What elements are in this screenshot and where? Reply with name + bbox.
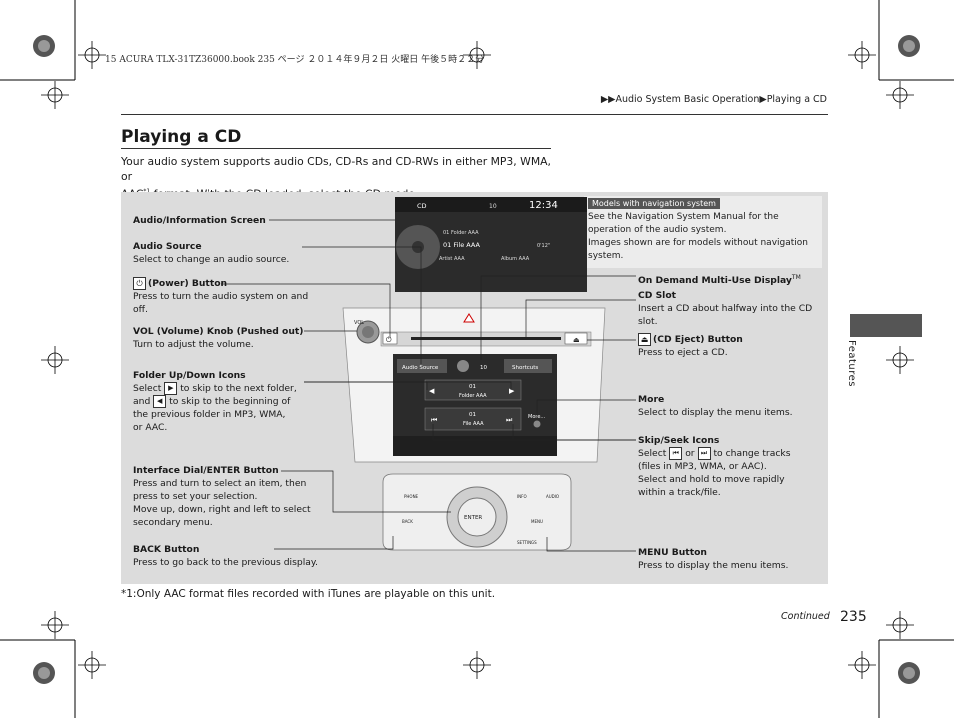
back-label: BACK bbox=[402, 519, 413, 524]
eject-button-graphic[interactable] bbox=[564, 332, 588, 345]
eject-icon: ⏏ bbox=[638, 333, 651, 346]
breadcrumb: ▶▶Audio System Basic Operation▶Playing a… bbox=[601, 94, 827, 105]
vol-knob-label: VOL bbox=[354, 320, 364, 326]
upper-artist-text: Artist AAA bbox=[439, 256, 465, 262]
folder-down-icon[interactable]: ◀ bbox=[429, 387, 435, 395]
breadcrumb-separator: ▶ bbox=[759, 94, 767, 105]
note-text: See the Navigation System Manual for the… bbox=[588, 212, 808, 261]
upper-file-text: 01 File AAA bbox=[443, 241, 481, 249]
hazard-icon[interactable] bbox=[463, 313, 475, 323]
skip-forward-icon: ⏭ bbox=[697, 447, 711, 460]
title-rule bbox=[121, 148, 551, 149]
print-header: 15 ACURA TLX-31TZ36000.book 235 ページ ２０１４… bbox=[105, 55, 485, 65]
upper-time-text: 12:34 bbox=[529, 200, 558, 211]
label-power: ⏻(Power) Button Press to turn the audio … bbox=[133, 277, 309, 315]
label-more: More Select to display the menu items. bbox=[638, 394, 793, 418]
lower-folder-name: Folder AAA bbox=[459, 393, 487, 399]
page-title: Playing a CD bbox=[121, 127, 242, 147]
svg-text:Audio Source: Audio Source bbox=[402, 365, 439, 371]
audio-unit-illustration: CD 12:34 10 01 Folder AAA 01 File AAA 0'… bbox=[221, 197, 636, 552]
audio-source-soft-button[interactable] bbox=[397, 359, 447, 373]
interface-dial-panel: ENTER PHONE INFO AUDIO BACK MENU SETTING… bbox=[382, 473, 572, 551]
footnote: *1:Only AAC format files recorded with i… bbox=[121, 588, 496, 600]
breadcrumb-page: Playing a CD bbox=[766, 94, 827, 105]
label-back: BACK Button Press to go back to the prev… bbox=[133, 544, 318, 568]
svg-text:⏏: ⏏ bbox=[573, 336, 580, 344]
upper-vol-text: 10 bbox=[489, 203, 497, 210]
section-tab-label: Features bbox=[846, 340, 857, 387]
upper-screen: CD 12:34 10 01 Folder AAA 01 File AAA 0'… bbox=[395, 197, 587, 292]
lower-file-name: File AAA bbox=[463, 421, 484, 427]
upper-mode-text: CD bbox=[417, 202, 427, 210]
section-tab[interactable] bbox=[850, 314, 922, 337]
label-cd-slot: CD Slot Insert a CD about halfway into t… bbox=[638, 290, 813, 327]
folder-up-icon: ▶ bbox=[164, 382, 178, 395]
page-number: 235 bbox=[840, 609, 867, 625]
cd-source-icon bbox=[457, 360, 469, 372]
skip-back-icon: ⏮ bbox=[669, 447, 683, 460]
folder-down-icon: ◀ bbox=[153, 395, 167, 408]
upper-elapsed-text: 0'12" bbox=[537, 243, 550, 249]
label-vol: VOL (Volume) Knob (Pushed out) Turn to a… bbox=[133, 326, 304, 350]
svg-text:⏻: ⏻ bbox=[386, 336, 392, 344]
audio-label: AUDIO bbox=[546, 494, 559, 499]
continued-label: Continued bbox=[781, 611, 830, 622]
label-dial: Interface Dial/ENTER Button Press and tu… bbox=[133, 465, 311, 528]
svg-text:Shortcuts: Shortcuts bbox=[512, 365, 538, 371]
lower-screen: Audio Source 10 Shortcuts 01 Folder AAA … bbox=[393, 354, 557, 456]
folder-up-icon[interactable]: ▶ bbox=[509, 387, 515, 395]
label-audio-info-screen: Audio/Information Screen bbox=[133, 215, 266, 226]
label-folder: Folder Up/Down Icons Select ▶ to skip to… bbox=[133, 370, 297, 433]
header-rule bbox=[121, 114, 828, 115]
lower-file-num: 01 bbox=[469, 412, 476, 418]
label-cd-eject: ⏏(CD Eject) Button Press to eject a CD. bbox=[638, 333, 743, 358]
lower-folder-num: 01 bbox=[469, 384, 476, 390]
phone-label: PHONE bbox=[404, 494, 419, 499]
shortcuts-soft-button[interactable] bbox=[504, 359, 552, 373]
settings-label: SETTINGS bbox=[517, 540, 537, 545]
info-label: INFO bbox=[517, 494, 527, 499]
label-skip: Skip/Seek Icons Select ⏮ or ⏭ to change … bbox=[638, 435, 791, 498]
label-audio-source: Audio Source Select to change an audio s… bbox=[133, 241, 290, 265]
upper-album-text: Album AAA bbox=[501, 256, 530, 262]
breadcrumb-section-link[interactable]: Audio System Basic Operation bbox=[615, 94, 760, 105]
label-menu: MENU Button Press to display the menu it… bbox=[638, 547, 789, 571]
skip-forward-icon[interactable]: ⏭ bbox=[506, 416, 513, 424]
lower-vol-text: 10 bbox=[480, 365, 487, 371]
label-on-demand: On Demand Multi-Use DisplayTM bbox=[638, 274, 801, 287]
menu-label: MENU bbox=[531, 519, 543, 524]
footnote-ref[interactable]: *1 bbox=[143, 188, 150, 195]
enter-label: ENTER bbox=[464, 515, 482, 521]
power-icon: ⏻ bbox=[133, 277, 146, 290]
skip-back-icon[interactable]: ⏮ bbox=[431, 416, 437, 424]
upper-folder-text: 01 Folder AAA bbox=[443, 230, 479, 236]
note-tag: Models with navigation system bbox=[588, 198, 720, 209]
breadcrumb-arrows: ▶▶ bbox=[600, 94, 616, 105]
cd-slot-graphic bbox=[411, 337, 561, 340]
